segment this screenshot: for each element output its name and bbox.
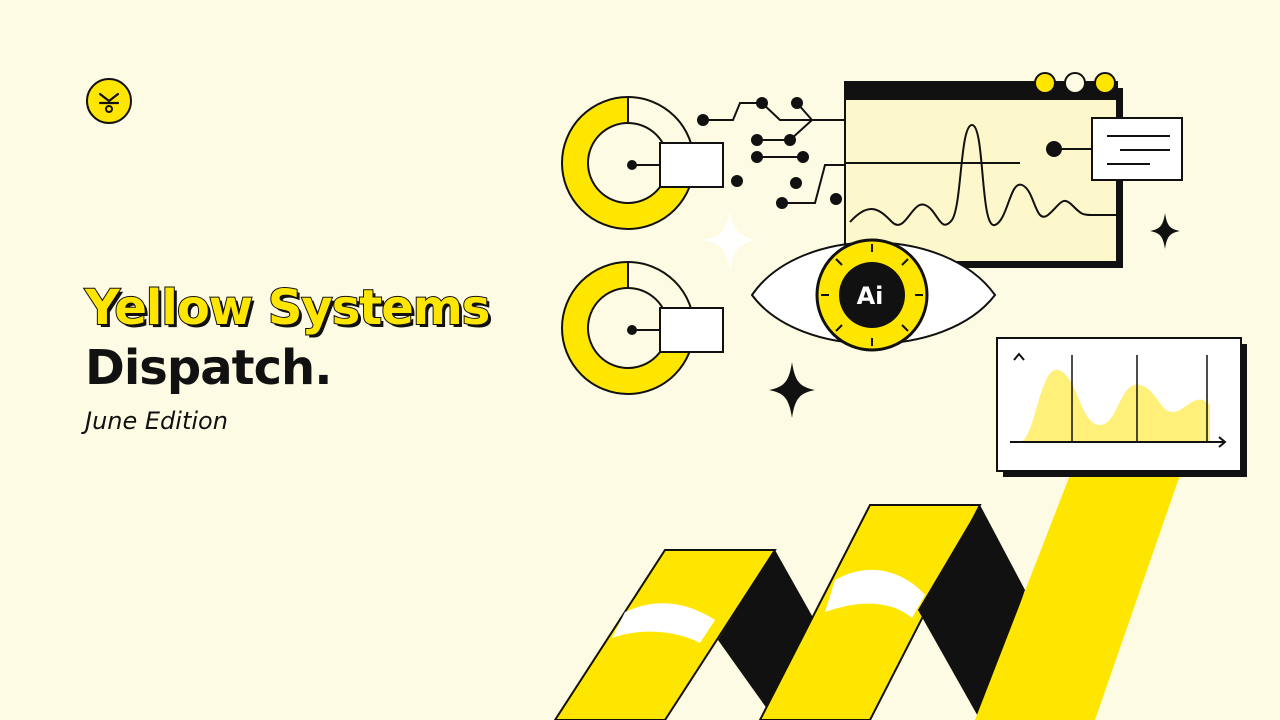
hero-title-brand: Yellow Systems [84, 279, 491, 337]
hero-title-block: Yellow Systems Dispatch. June Edition [84, 278, 491, 436]
sparkle-icon [703, 210, 1180, 418]
hero-title-dispatch: Dispatch. [85, 340, 332, 396]
yellow-systems-logo-icon [86, 78, 132, 124]
donut-chart-icon [561, 261, 724, 395]
area-chart-icon [996, 337, 1247, 477]
circuit-icon [697, 97, 845, 209]
eye-icon: Ai [750, 238, 997, 352]
donut-chart-icon [561, 96, 724, 230]
hero-subtitle: June Edition [85, 407, 228, 435]
ribbon-chart-icon [553, 475, 1180, 720]
waveform-window-icon [844, 72, 1183, 268]
eye-badge-text: Ai [857, 282, 884, 310]
